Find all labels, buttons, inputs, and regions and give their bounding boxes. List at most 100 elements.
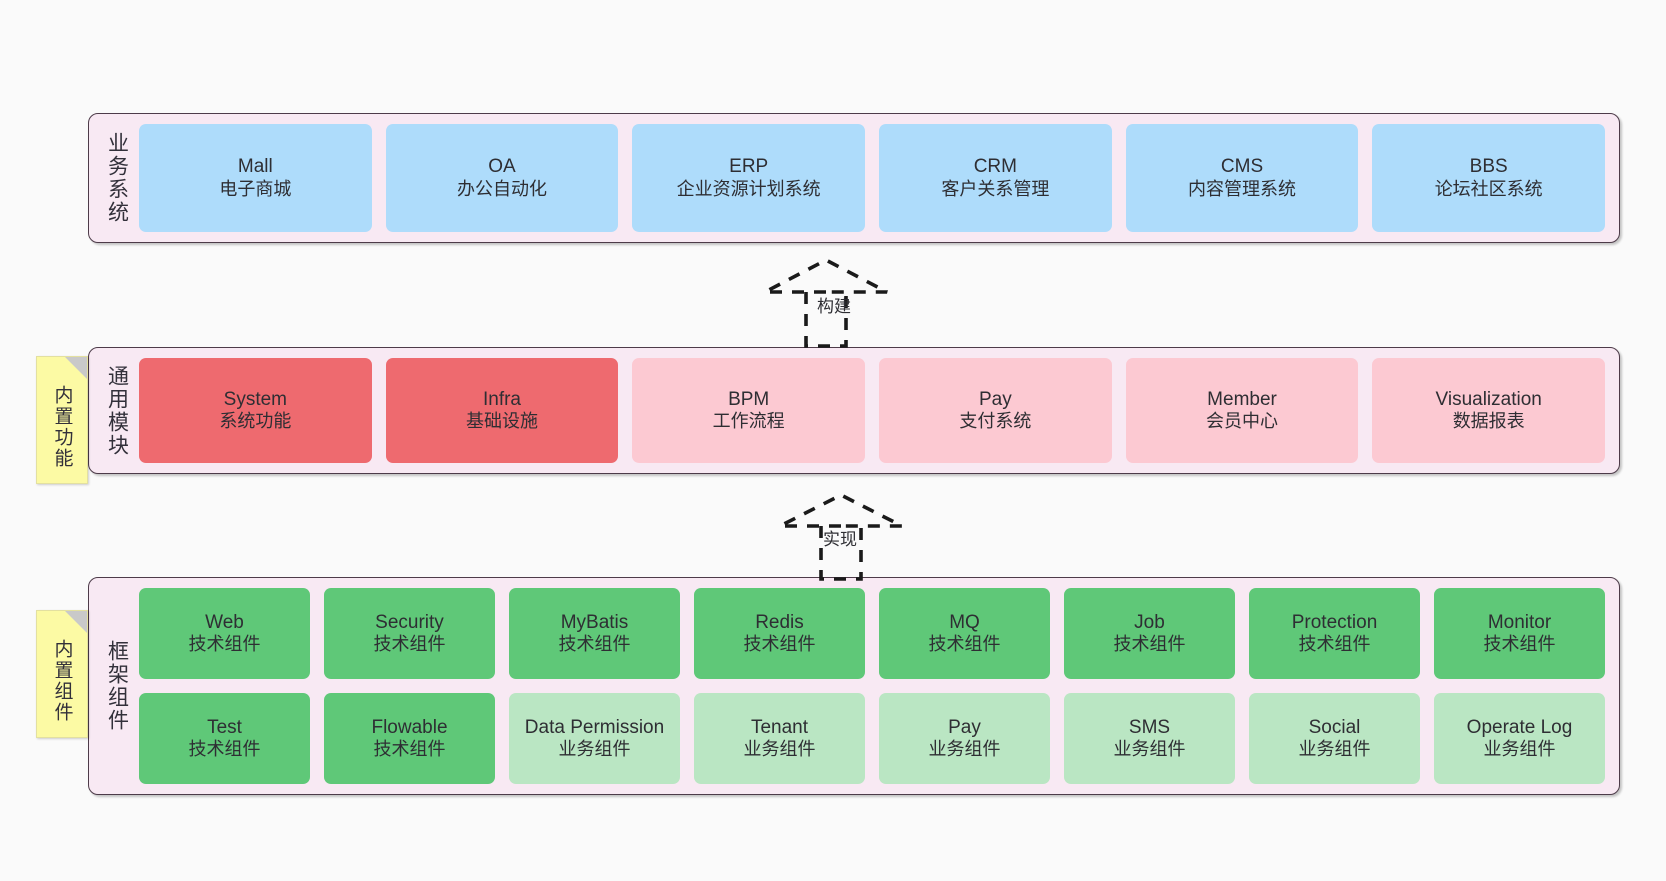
node-member[interactable]: Member 会员中心 — [1125, 358, 1359, 463]
node-cms[interactable]: CMS 内容管理系统 — [1125, 124, 1359, 232]
node-subtitle: 论坛社区系统 — [1434, 178, 1543, 199]
node-flowable[interactable]: Flowable 技术组件 — [324, 693, 495, 784]
node-title: BBS — [1469, 156, 1508, 178]
node-data-permission[interactable]: Data Permission 业务组件 — [509, 693, 680, 784]
layer-title-business-system: 业务系统 — [105, 132, 129, 224]
node-title: Test — [207, 716, 242, 738]
node-job[interactable]: Job 技术组件 — [1064, 588, 1235, 679]
node-subtitle: 技术组件 — [373, 739, 446, 760]
node-bbs[interactable]: BBS 论坛社区系统 — [1372, 124, 1606, 232]
node-monitor[interactable]: Monitor 技术组件 — [1434, 588, 1605, 679]
node-title: Mall — [237, 156, 273, 178]
node-visualization[interactable]: Visualization 数据报表 — [1372, 358, 1606, 463]
node-title: System — [223, 388, 288, 410]
node-subtitle: 内容管理系统 — [1188, 178, 1297, 199]
node-subtitle: 业务组件 — [743, 739, 816, 760]
connector-label-build: 构建 — [817, 297, 851, 316]
node-title: CRM — [973, 156, 1017, 178]
node-test[interactable]: Test 技术组件 — [139, 693, 310, 784]
node-subtitle: 办公自动化 — [457, 178, 547, 199]
node-oa[interactable]: OA 办公自动化 — [385, 124, 619, 232]
node-title: Visualization — [1435, 388, 1542, 410]
node-mybatis[interactable]: MyBatis 技术组件 — [509, 588, 680, 679]
node-crm[interactable]: CRM 客户关系管理 — [879, 124, 1112, 232]
node-erp[interactable]: ERP 企业资源计划系统 — [632, 124, 866, 232]
node-subtitle: 基础设施 — [466, 411, 538, 432]
node-title: Data Permission — [524, 716, 665, 738]
node-sms[interactable]: SMS 业务组件 — [1064, 693, 1235, 784]
node-subtitle: 技术组件 — [373, 634, 446, 655]
node-row: Test 技术组件 Flowable 技术组件 Data Permission … — [139, 693, 1605, 784]
layer-title-framework-component: 框架组件 — [105, 640, 129, 732]
node-subtitle: 技术组件 — [558, 634, 631, 655]
node-subtitle: 工作流程 — [712, 411, 785, 432]
node-subtitle: 数据报表 — [1452, 411, 1525, 432]
node-subtitle: 业务组件 — [1113, 739, 1186, 760]
node-subtitle: 技术组件 — [1113, 634, 1186, 655]
connector-build — [760, 257, 900, 348]
node-subtitle: 业务组件 — [928, 739, 1001, 760]
node-row: Mall 电子商城 OA 办公自动化 ERP 企业资源计划系统 CRM 客户关系… — [139, 124, 1606, 232]
sticky-note-label: 内置组件 — [51, 639, 73, 723]
node-subtitle: 技术组件 — [1298, 634, 1371, 655]
node-pay-component[interactable]: Pay 业务组件 — [879, 693, 1050, 784]
node-title: MyBatis — [560, 611, 629, 633]
node-bpm[interactable]: BPM 工作流程 — [632, 358, 866, 463]
node-subtitle: 支付系统 — [959, 411, 1032, 432]
layer-framework-component: 框架组件 Web 技术组件 Security 技术组件 MyBatis 技术组件… — [88, 577, 1620, 795]
node-title: Flowable — [371, 716, 448, 738]
node-tenant[interactable]: Tenant 业务组件 — [694, 693, 865, 784]
node-title: MQ — [949, 611, 980, 633]
node-social[interactable]: Social 业务组件 — [1249, 693, 1420, 784]
folded-corner-icon — [65, 611, 87, 633]
node-subtitle: 技术组件 — [928, 634, 1001, 655]
node-system[interactable]: System 系统功能 — [139, 358, 372, 463]
node-title: Member — [1207, 388, 1277, 410]
layer-body-business-system: Mall 电子商城 OA 办公自动化 ERP 企业资源计划系统 CRM 客户关系… — [139, 124, 1606, 232]
layer-body-framework-component: Web 技术组件 Security 技术组件 MyBatis 技术组件 Redi… — [139, 588, 1605, 784]
node-subtitle: 技术组件 — [1483, 634, 1556, 655]
node-title: Protection — [1291, 611, 1378, 633]
node-protection[interactable]: Protection 技术组件 — [1249, 588, 1420, 679]
node-infra[interactable]: Infra 基础设施 — [385, 358, 619, 463]
node-subtitle: 业务组件 — [558, 739, 631, 760]
node-title: Security — [375, 611, 444, 633]
node-title: Job — [1134, 611, 1165, 633]
node-row: System 系统功能 Infra 基础设施 BPM 工作流程 Pay 支付系统… — [139, 358, 1606, 463]
node-security[interactable]: Security 技术组件 — [324, 588, 495, 679]
node-mq[interactable]: MQ 技术组件 — [879, 588, 1050, 679]
sticky-note-builtin-function: 内置功能 — [36, 356, 88, 484]
node-subtitle: 技术组件 — [188, 739, 261, 760]
node-title: CMS — [1220, 156, 1264, 178]
node-web[interactable]: Web 技术组件 — [139, 588, 310, 679]
node-subtitle: 会员中心 — [1206, 411, 1279, 432]
node-subtitle: 企业资源计划系统 — [676, 178, 821, 199]
node-subtitle: 技术组件 — [188, 634, 261, 655]
node-row: Web 技术组件 Security 技术组件 MyBatis 技术组件 Redi… — [139, 588, 1605, 679]
node-mall[interactable]: Mall 电子商城 — [139, 124, 372, 232]
node-subtitle: 客户关系管理 — [941, 178, 1050, 199]
connector-label-implement: 实现 — [823, 530, 857, 549]
node-subtitle: 技术组件 — [743, 634, 816, 655]
connector-implement — [775, 492, 915, 581]
node-title: Infra — [482, 388, 522, 410]
node-subtitle: 电子商城 — [219, 178, 292, 199]
layer-common-module: 通用模块 System 系统功能 Infra 基础设施 BPM 工作流程 Pay… — [88, 347, 1620, 474]
layer-body-common-module: System 系统功能 Infra 基础设施 BPM 工作流程 Pay 支付系统… — [139, 358, 1606, 463]
node-title: Web — [205, 611, 244, 633]
node-title: SMS — [1128, 716, 1171, 738]
node-title: BPM — [728, 388, 770, 410]
node-operate-log[interactable]: Operate Log 业务组件 — [1434, 693, 1605, 784]
node-subtitle: 系统功能 — [219, 411, 292, 432]
node-title: Pay — [978, 388, 1012, 410]
node-subtitle: 业务组件 — [1483, 739, 1556, 760]
node-title: Social — [1308, 716, 1361, 738]
node-title: Tenant — [750, 716, 809, 738]
generalization-arrow-icon — [779, 492, 903, 581]
node-subtitle: 业务组件 — [1298, 739, 1371, 760]
node-title: Monitor — [1487, 611, 1552, 633]
node-pay-module[interactable]: Pay 支付系统 — [879, 358, 1112, 463]
sticky-note-label: 内置功能 — [51, 385, 73, 469]
node-redis[interactable]: Redis 技术组件 — [694, 588, 865, 679]
layer-title-common-module: 通用模块 — [105, 364, 129, 457]
